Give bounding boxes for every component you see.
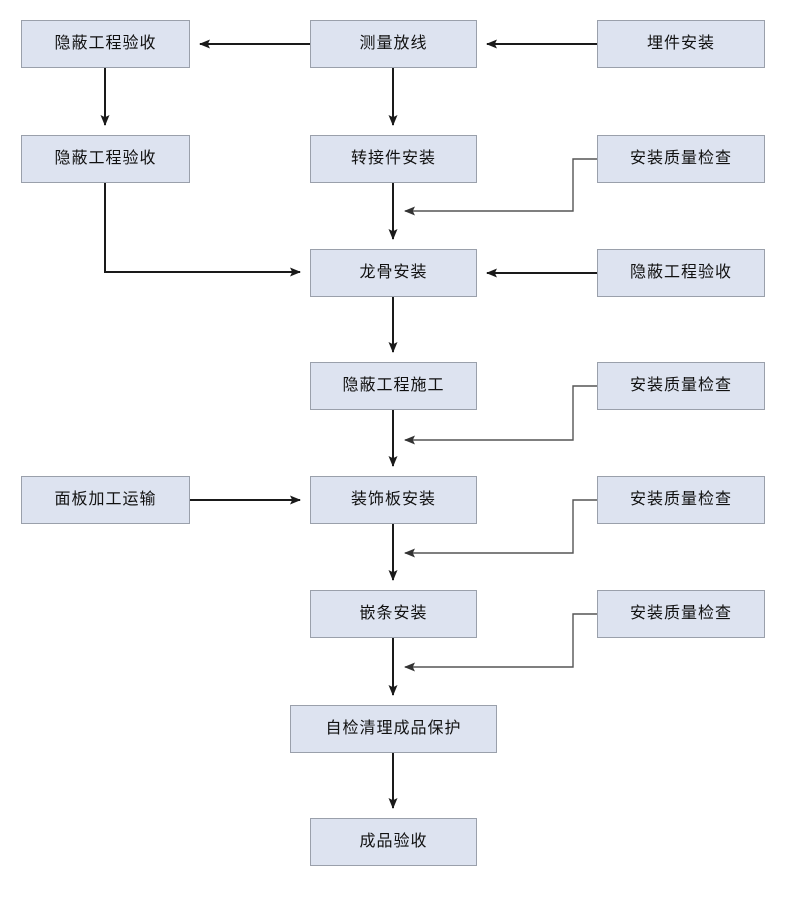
process-node-n16[interactable]: 自检清理成品保护 [290, 705, 497, 753]
process-node-n12[interactable]: 装饰板安装 [310, 476, 477, 524]
process-node-n10[interactable]: 安装质量检查 [597, 362, 765, 410]
edge-group [100, 39, 597, 809]
process-node-n2[interactable]: 测量放线 [310, 20, 477, 68]
process-node-label: 安装质量检查 [629, 150, 732, 167]
process-node-n17[interactable]: 成品验收 [310, 818, 477, 866]
process-node-n4[interactable]: 隐蔽工程验收 [21, 135, 190, 183]
process-node-n14[interactable]: 嵌条安装 [310, 590, 477, 638]
process-node-label: 隐蔽工程施工 [342, 377, 445, 394]
process-node-label: 嵌条安装 [359, 605, 428, 622]
process-node-n1[interactable]: 隐蔽工程验收 [21, 20, 190, 68]
process-node-n6[interactable]: 安装质量检查 [597, 135, 765, 183]
process-node-label: 龙骨安装 [359, 264, 428, 281]
process-node-n5[interactable]: 转接件安装 [310, 135, 477, 183]
process-node-n15[interactable]: 安装质量检查 [597, 590, 765, 638]
process-node-label: 隐蔽工程验收 [54, 35, 157, 52]
process-node-label: 安装质量检查 [629, 491, 732, 508]
process-node-label: 成品验收 [359, 833, 428, 850]
process-node-label: 安装质量检查 [629, 377, 732, 394]
process-node-n9[interactable]: 隐蔽工程施工 [310, 362, 477, 410]
edge-n4-to-n7 [104, 183, 301, 277]
process-node-label: 面板加工运输 [54, 491, 157, 508]
process-node-label: 测量放线 [359, 35, 428, 52]
process-node-n13[interactable]: 安装质量检查 [597, 476, 765, 524]
edge-n10-to-n9-n12-link [404, 385, 597, 445]
process-node-label: 安装质量检查 [629, 605, 732, 622]
edge-n6-to-n5-n7-link [404, 158, 597, 216]
process-node-n3[interactable]: 埋件安装 [597, 20, 765, 68]
process-node-label: 自检清理成品保护 [325, 720, 462, 737]
process-node-n11[interactable]: 面板加工运输 [21, 476, 190, 524]
edge-n13-to-n12-n14-link [404, 499, 597, 558]
process-node-label: 转接件安装 [350, 150, 436, 167]
process-node-label: 隐蔽工程验收 [629, 264, 732, 281]
process-node-n8[interactable]: 隐蔽工程验收 [597, 249, 765, 297]
process-node-n7[interactable]: 龙骨安装 [310, 249, 477, 297]
process-node-label: 隐蔽工程验收 [54, 150, 157, 167]
process-node-label: 埋件安装 [646, 35, 715, 52]
process-node-label: 装饰板安装 [350, 491, 436, 508]
edge-n15-to-n14-n16-link [404, 613, 597, 672]
